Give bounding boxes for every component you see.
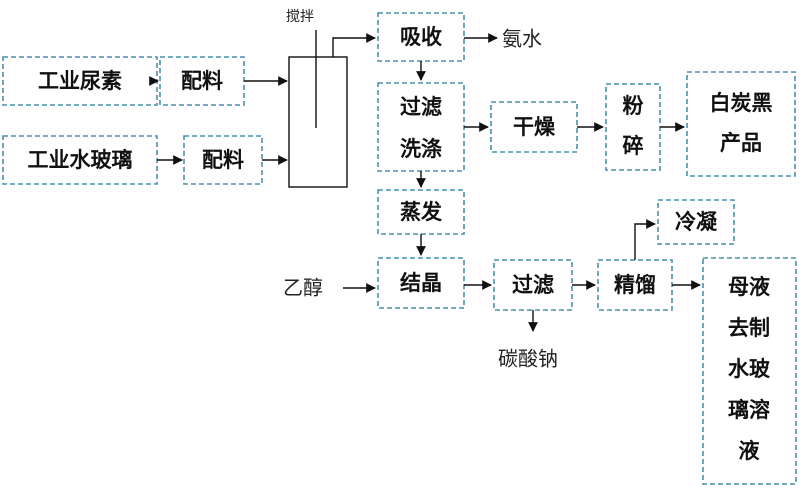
svg-text:吸收: 吸收 [400,25,442,49]
svg-text:产品: 产品 [720,131,762,155]
box-rectify: 精馏 [597,259,673,311]
ethanol-label: 乙醇 [283,276,323,300]
svg-text:精馏: 精馏 [614,273,656,297]
box-condense: 冷凝 [657,199,735,245]
box-mother-liquor: 母液 去制 水玻 璃溶 液 [702,257,797,485]
svg-text:工业水玻璃: 工业水玻璃 [28,148,133,172]
svg-text:冷凝: 冷凝 [675,210,718,234]
svg-text:碎: 碎 [623,134,644,158]
reactor-vessel: 搅拌 [286,9,348,188]
box-evaporate: 蒸发 [377,189,465,235]
box-product: 白炭黑 产品 [686,71,796,177]
svg-text:结晶: 结晶 [400,271,442,295]
box-crush: 粉 碎 [605,83,661,171]
svg-text:过滤: 过滤 [512,273,554,297]
svg-text:工业尿素: 工业尿素 [38,69,122,93]
arrow-rectify-condense [634,219,656,260]
box-dry: 干燥 [490,101,578,153]
svg-text:洗涤: 洗涤 [400,137,442,161]
box-mix-2: 配料 [183,135,263,185]
svg-text:粉: 粉 [623,94,644,118]
box-filter-2: 过滤 [493,259,573,311]
stir-label: 搅拌 [286,9,314,25]
box-silicate: 工业水玻璃 [2,135,158,185]
svg-text:母液: 母液 [728,275,770,299]
ammonia-label: 氨水 [502,27,542,51]
svg-text:干燥: 干燥 [513,115,556,139]
box-absorb: 吸收 [377,12,465,62]
arrow-reactor-absorb [332,33,376,57]
svg-text:配料: 配料 [202,148,244,172]
box-filter-wash: 过滤 洗涤 [377,82,465,172]
box-mix-1: 配料 [159,56,245,106]
svg-text:璃溶: 璃溶 [728,398,770,422]
svg-text:水玻: 水玻 [728,357,771,381]
box-urea: 工业尿素 [2,56,158,106]
soda-label: 碳酸钠 [498,347,558,371]
svg-text:白炭黑: 白炭黑 [710,91,773,115]
svg-text:蒸发: 蒸发 [400,200,443,224]
svg-text:液: 液 [739,439,760,463]
svg-text:过滤: 过滤 [400,95,442,119]
svg-text:去制: 去制 [728,316,770,340]
box-crystallize: 结晶 [377,257,465,309]
svg-text:配料: 配料 [181,69,223,93]
